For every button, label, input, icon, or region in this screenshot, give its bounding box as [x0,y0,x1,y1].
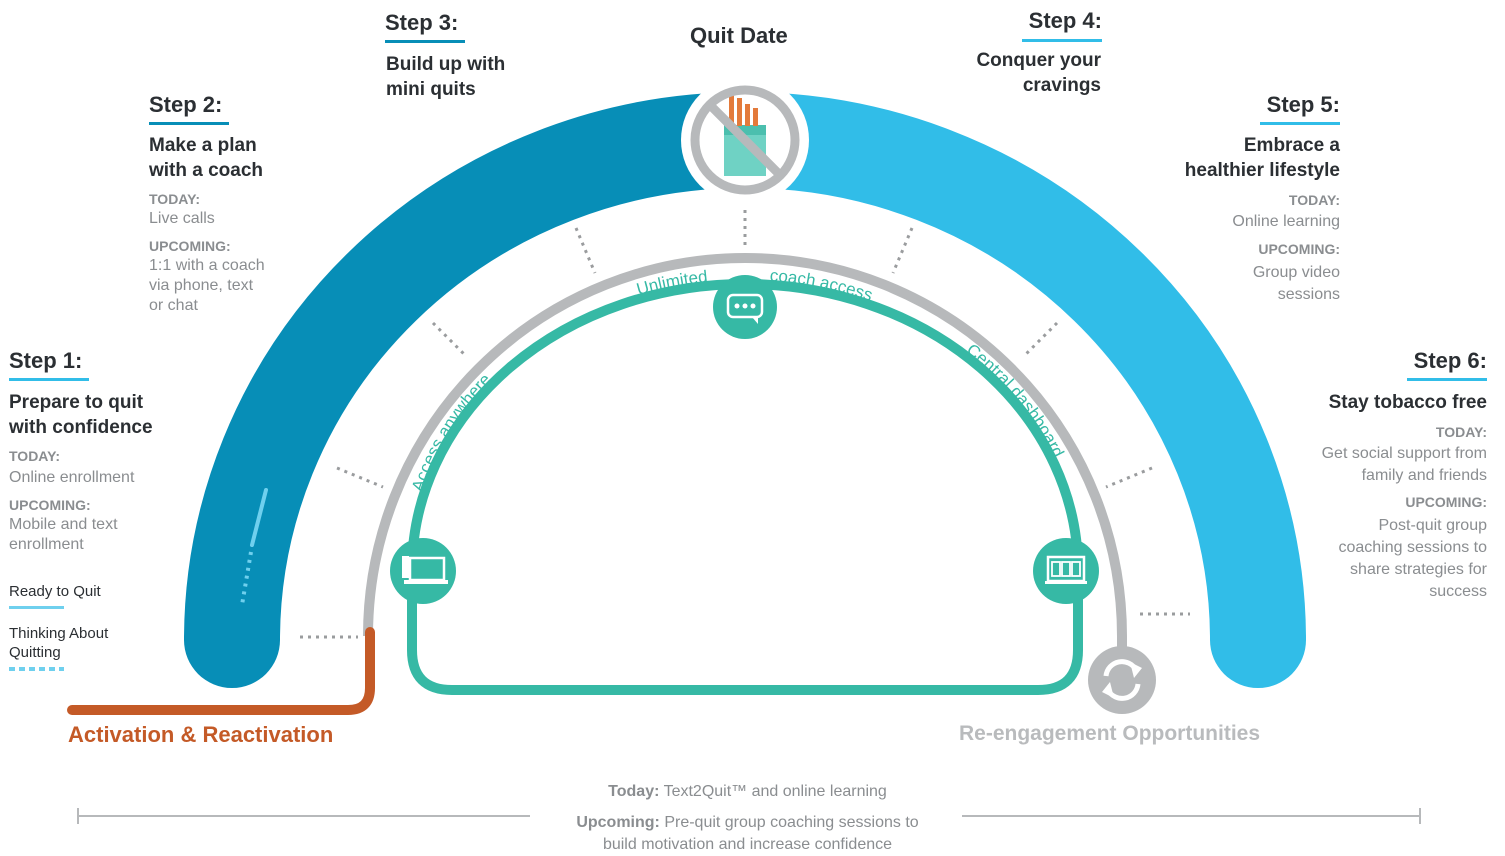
step6-today-label: TODAY: [1435,424,1487,440]
reengagement-label: Re-engagement Opportunities [959,722,1261,745]
chat-bubble-icon [713,275,777,339]
connector-6 [891,227,914,274]
laptop-icon [390,538,456,604]
step6-heading: Step 6: [1413,348,1487,373]
teal-loop [407,279,1083,695]
connector-3 [431,321,468,358]
connector-4 [574,227,597,274]
legend-ready-line [9,606,64,609]
no-smoking-icon [681,76,809,204]
step2-upcoming-label: UPCOMING: [149,238,231,254]
activation-line [67,627,375,715]
step2-today: Live calls [149,210,215,227]
step2-underline [149,122,229,125]
step3-underline [385,40,465,43]
outer-arc-dark [184,92,793,688]
step5-today-label: TODAY: [1288,192,1340,208]
connector-8 [1105,466,1153,489]
step2-today-label: TODAY: [149,191,201,207]
step5-heading: Step 5: [1266,92,1340,117]
outer-arc-light [697,92,1306,688]
bottom-today: Today: Text2Quit™ and online learning [608,783,887,800]
label-central-dashboard: Central dashboard [963,340,1068,460]
connector-2 [336,466,384,489]
step2-heading: Step 2: [149,92,223,117]
step1-heading: Step 1: [9,348,83,373]
legend-thinking-dots [9,667,64,671]
refresh-icon [1088,646,1156,714]
quit-date-label: Quit Date [690,23,788,48]
ready-solid-mark [250,488,268,547]
dashboard-monitor-icon [1033,538,1099,604]
step4-underline [1022,39,1102,42]
step6-underline [1407,378,1487,381]
label-access-anywhere: Access anywhere [408,370,495,494]
grey-arc [363,253,1127,672]
bottom-rule [77,808,1421,824]
activation-label: Activation & Reactivation [68,722,334,747]
step6-upcoming-label: UPCOMING: [1405,494,1487,510]
step5-today: Online learning [1232,213,1340,230]
step5-upcoming-label: UPCOMING: [1258,241,1340,257]
step3-heading: Step 3: [385,10,459,35]
step1-today: Online enrollment [9,469,135,486]
step1-underline [9,378,89,381]
legend-ready-to-quit: Ready to Quit [9,583,101,600]
step6-title: Stay tobacco free [1328,392,1487,413]
connector-7 [1022,321,1059,358]
step1-today-label: TODAY: [9,448,61,464]
dotted-connectors [300,210,1190,639]
step1-upcoming-label: UPCOMING: [9,497,91,513]
step5-underline [1260,122,1340,125]
ready-dotted-mark [240,551,253,606]
bottom-upcoming: Upcoming: Pre-quit group coaching sessio… [576,814,919,853]
step4-heading: Step 4: [1028,8,1102,33]
